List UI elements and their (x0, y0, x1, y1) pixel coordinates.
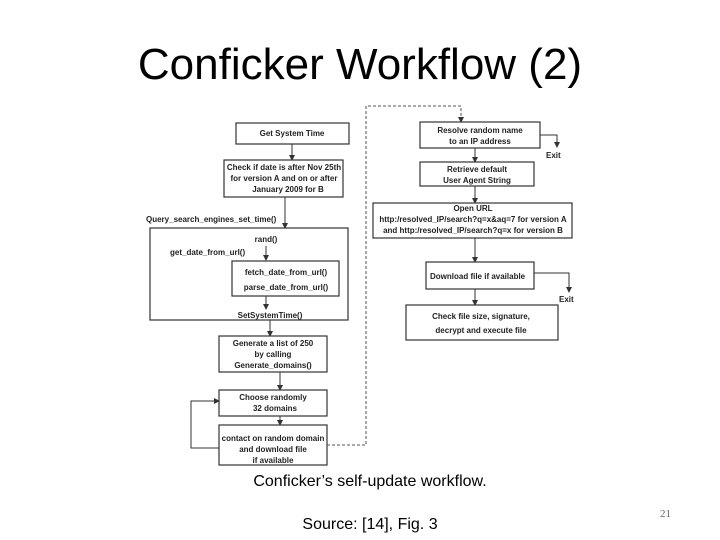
figure-caption: Conficker’s self-update workflow. (253, 473, 487, 490)
box-choose-domains: Choose randomly 32 domains (218, 389, 328, 417)
box-generate-domains: Generate a list of 250 by calling Genera… (218, 335, 328, 373)
svg-text:rand(): rand() (255, 235, 278, 244)
loop-arrow (190, 398, 220, 449)
svg-text:http:/resolved_IP/search?q=x&a: http:/resolved_IP/search?q=x&aq=7 for ve… (379, 215, 567, 224)
page-number: 21 (660, 508, 671, 520)
svg-text:if available: if available (253, 456, 294, 465)
exit-arrow (534, 272, 572, 293)
svg-text:Get System Time: Get System Time (260, 129, 325, 138)
svg-text:Download file if available: Download file if available (430, 272, 526, 281)
svg-text:Open URL: Open URL (453, 204, 492, 213)
exit-label: Exit (546, 151, 561, 160)
box-contact-domain: contact on random domain and download fi… (218, 424, 328, 466)
box-query-search-engines: rand() get_date_from_url() fetch_date_fr… (149, 227, 349, 321)
exit-label: Exit (559, 295, 574, 304)
dashed-connector (327, 105, 464, 446)
query-label: Query_search_engines_set_time() (146, 215, 277, 224)
slide-title: Conficker Workflow (2) (137, 40, 583, 89)
svg-text:decrypt and execute file: decrypt and execute file (435, 326, 527, 335)
svg-text:get_date_from_url(): get_date_from_url() (170, 248, 245, 257)
svg-text:and download file: and download file (239, 445, 307, 454)
svg-text:for version A and on or after: for version A and on or after (231, 174, 338, 183)
exit-arrow (540, 134, 560, 148)
source-citation: Source: [14], Fig. 3 (302, 516, 438, 533)
svg-text:SetSystemTime(): SetSystemTime() (238, 311, 303, 320)
box-resolve-name: Resolve random name to an IP address (419, 121, 541, 149)
svg-text:Generate a list of 250: Generate a list of 250 (233, 339, 314, 348)
svg-text:32 domains: 32 domains (253, 404, 298, 413)
box-download-file: Download file if available (425, 261, 535, 290)
svg-text:User Agent String: User Agent String (443, 176, 511, 185)
svg-text:and http:/resolved_IP/search?q: and http:/resolved_IP/search?q=x for ver… (383, 226, 563, 235)
svg-text:Resolve random name: Resolve random name (437, 126, 523, 135)
svg-text:by calling: by calling (255, 350, 292, 359)
svg-text:January 2009 for B: January 2009 for B (252, 185, 324, 194)
svg-text:contact on random domain: contact on random domain (222, 434, 325, 443)
svg-text:Check if date is after Nov 25t: Check if date is after Nov 25th (227, 163, 341, 172)
svg-text:Generate_domains(): Generate_domains() (234, 361, 312, 370)
box-check-date: Check if date is after Nov 25th for vers… (223, 159, 344, 198)
box-open-url: Open URL http:/resolved_IP/search?q=x&aq… (372, 202, 573, 239)
box-retrieve-user-agent: Retrieve default User Agent String (419, 161, 535, 187)
svg-text:parse_date_from_url(): parse_date_from_url() (244, 283, 329, 292)
box-check-file: Check file size, signature, decrypt and … (405, 304, 559, 341)
svg-text:Retrieve default: Retrieve default (447, 165, 507, 174)
svg-text:to an IP address: to an IP address (449, 137, 511, 146)
svg-text:Check file size, signature,: Check file size, signature, (432, 312, 530, 321)
svg-text:Choose randomly: Choose randomly (239, 393, 307, 402)
box-get-system-time: Get System Time (235, 122, 350, 145)
svg-text:fetch_date_from_url(): fetch_date_from_url() (245, 268, 328, 277)
